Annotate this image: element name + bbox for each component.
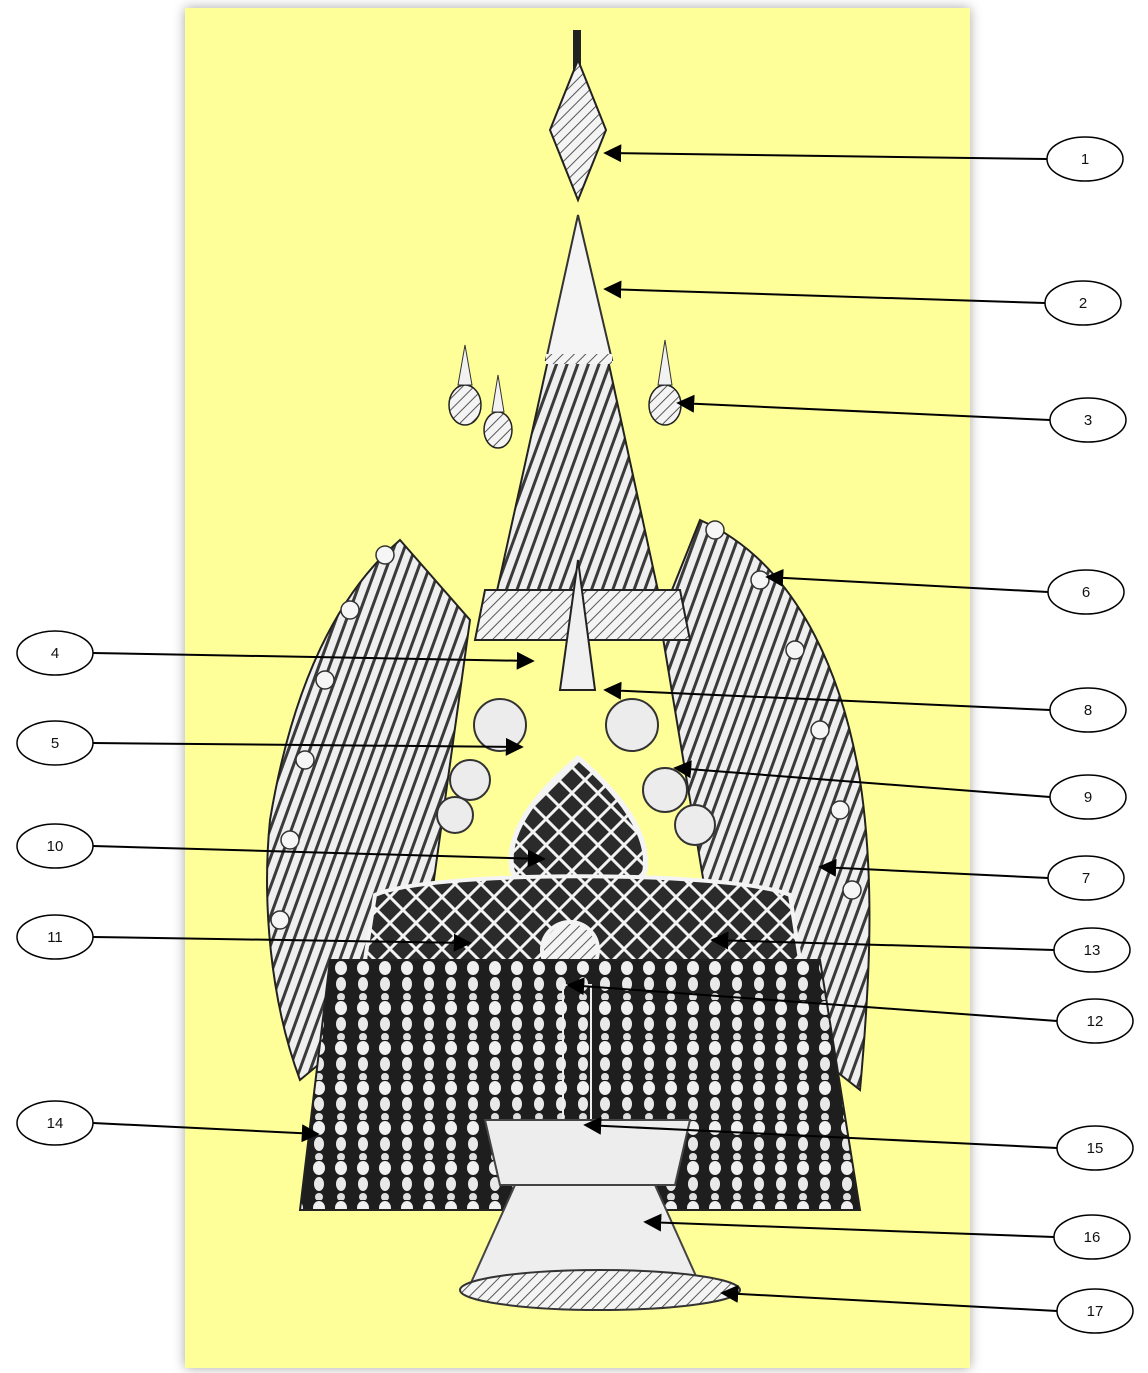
callout-label: 6: [1082, 584, 1090, 601]
callout-label: 11: [47, 929, 63, 946]
callout-label: 4: [51, 645, 59, 662]
callout-label: 7: [1082, 870, 1090, 887]
callout-label: 1: [1081, 151, 1089, 168]
callout-label: 8: [1084, 702, 1092, 719]
base-ring: [460, 1270, 740, 1310]
callout-label: 16: [1084, 1229, 1101, 1246]
callout-label: 3: [1084, 412, 1092, 429]
callout-label: 10: [47, 838, 64, 855]
callout-label: 9: [1084, 789, 1092, 806]
callout-label: 17: [1087, 1303, 1104, 1320]
callout-label: 12: [1087, 1013, 1104, 1030]
callout-label: 5: [51, 735, 59, 752]
callout-label: 2: [1079, 295, 1087, 312]
callout-label: 14: [47, 1115, 64, 1132]
callout-label: 13: [1084, 942, 1101, 959]
callout-label: 15: [1087, 1140, 1104, 1157]
